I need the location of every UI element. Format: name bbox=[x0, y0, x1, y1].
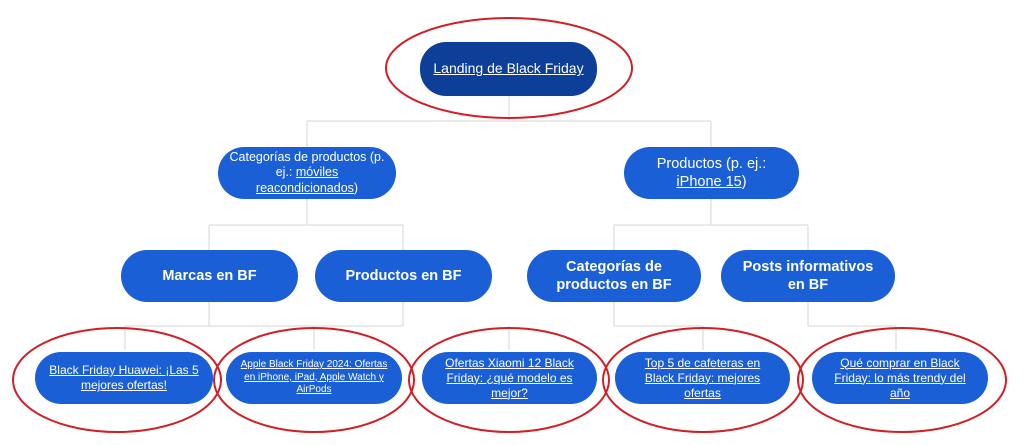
category-node-text: Categorías de productos (p. ej.: móviles… bbox=[228, 150, 386, 197]
highlight-ring bbox=[12, 327, 222, 433]
products-bf-label: Productos en BF bbox=[345, 267, 462, 284]
apple-article-node[interactable]: Apple Black Friday 2024: Ofertas en iPho… bbox=[226, 352, 402, 404]
highlight-ring bbox=[797, 327, 1007, 433]
category-example-link[interactable]: móviles reacondicionados bbox=[255, 165, 354, 195]
highlight-ring bbox=[213, 327, 415, 433]
product-node-text: Productos (p. ej.: iPhone 15) bbox=[640, 155, 783, 191]
apple-article-link[interactable]: Apple Black Friday 2024: Ofertas en iPho… bbox=[240, 359, 388, 396]
product-node: Productos (p. ej.: iPhone 15) bbox=[624, 147, 799, 199]
xiaomi-article-node[interactable]: Ofertas Xiaomi 12 Black Friday: ¿qué mod… bbox=[422, 352, 597, 404]
root-node[interactable]: Landing de Black Friday bbox=[420, 42, 597, 96]
what-to-buy-article-link[interactable]: Qué comprar en Black Friday: lo más tren… bbox=[834, 355, 966, 400]
category-node-prefix: Categorías de productos (p. ej.: bbox=[229, 149, 385, 180]
info-posts-bf-label: Posts informativos en BF bbox=[742, 258, 874, 293]
brands-bf-node: Marcas en BF bbox=[121, 250, 298, 302]
category-node-suffix: ) bbox=[353, 180, 359, 195]
root-node-link[interactable]: Landing de Black Friday bbox=[433, 60, 584, 77]
highlight-ring bbox=[385, 17, 633, 119]
highlight-ring bbox=[408, 327, 610, 433]
huawei-article-node[interactable]: Black Friday Huawei: ¡Las 5 mejores ofer… bbox=[35, 352, 213, 404]
coffee-makers-article-link[interactable]: Top 5 de cafeteras en Black Friday: mejo… bbox=[644, 355, 761, 400]
coffee-makers-article-node[interactable]: Top 5 de cafeteras en Black Friday: mejo… bbox=[615, 352, 790, 404]
product-node-prefix: Productos (p. ej.: bbox=[656, 155, 767, 172]
product-example-link[interactable]: iPhone 15 bbox=[676, 174, 742, 190]
products-bf-node: Productos en BF bbox=[315, 250, 492, 302]
connector-lines bbox=[124, 96, 897, 350]
product-node-suffix: ) bbox=[741, 174, 747, 190]
highlight-rings bbox=[12, 17, 1007, 433]
huawei-article-link[interactable]: Black Friday Huawei: ¡Las 5 mejores ofer… bbox=[49, 363, 199, 392]
what-to-buy-article-node[interactable]: Qué comprar en Black Friday: lo más tren… bbox=[812, 352, 988, 404]
info-posts-bf-node: Posts informativos en BF bbox=[721, 250, 895, 302]
brands-bf-label: Marcas en BF bbox=[162, 267, 257, 284]
category-node: Categorías de productos (p. ej.: móviles… bbox=[218, 147, 396, 199]
xiaomi-article-link[interactable]: Ofertas Xiaomi 12 Black Friday: ¿qué mod… bbox=[445, 355, 574, 400]
highlight-ring bbox=[602, 327, 804, 433]
categories-bf-node: Categorías de productos en BF bbox=[527, 250, 701, 302]
categories-bf-label: Categorías de productos en BF bbox=[556, 258, 672, 293]
